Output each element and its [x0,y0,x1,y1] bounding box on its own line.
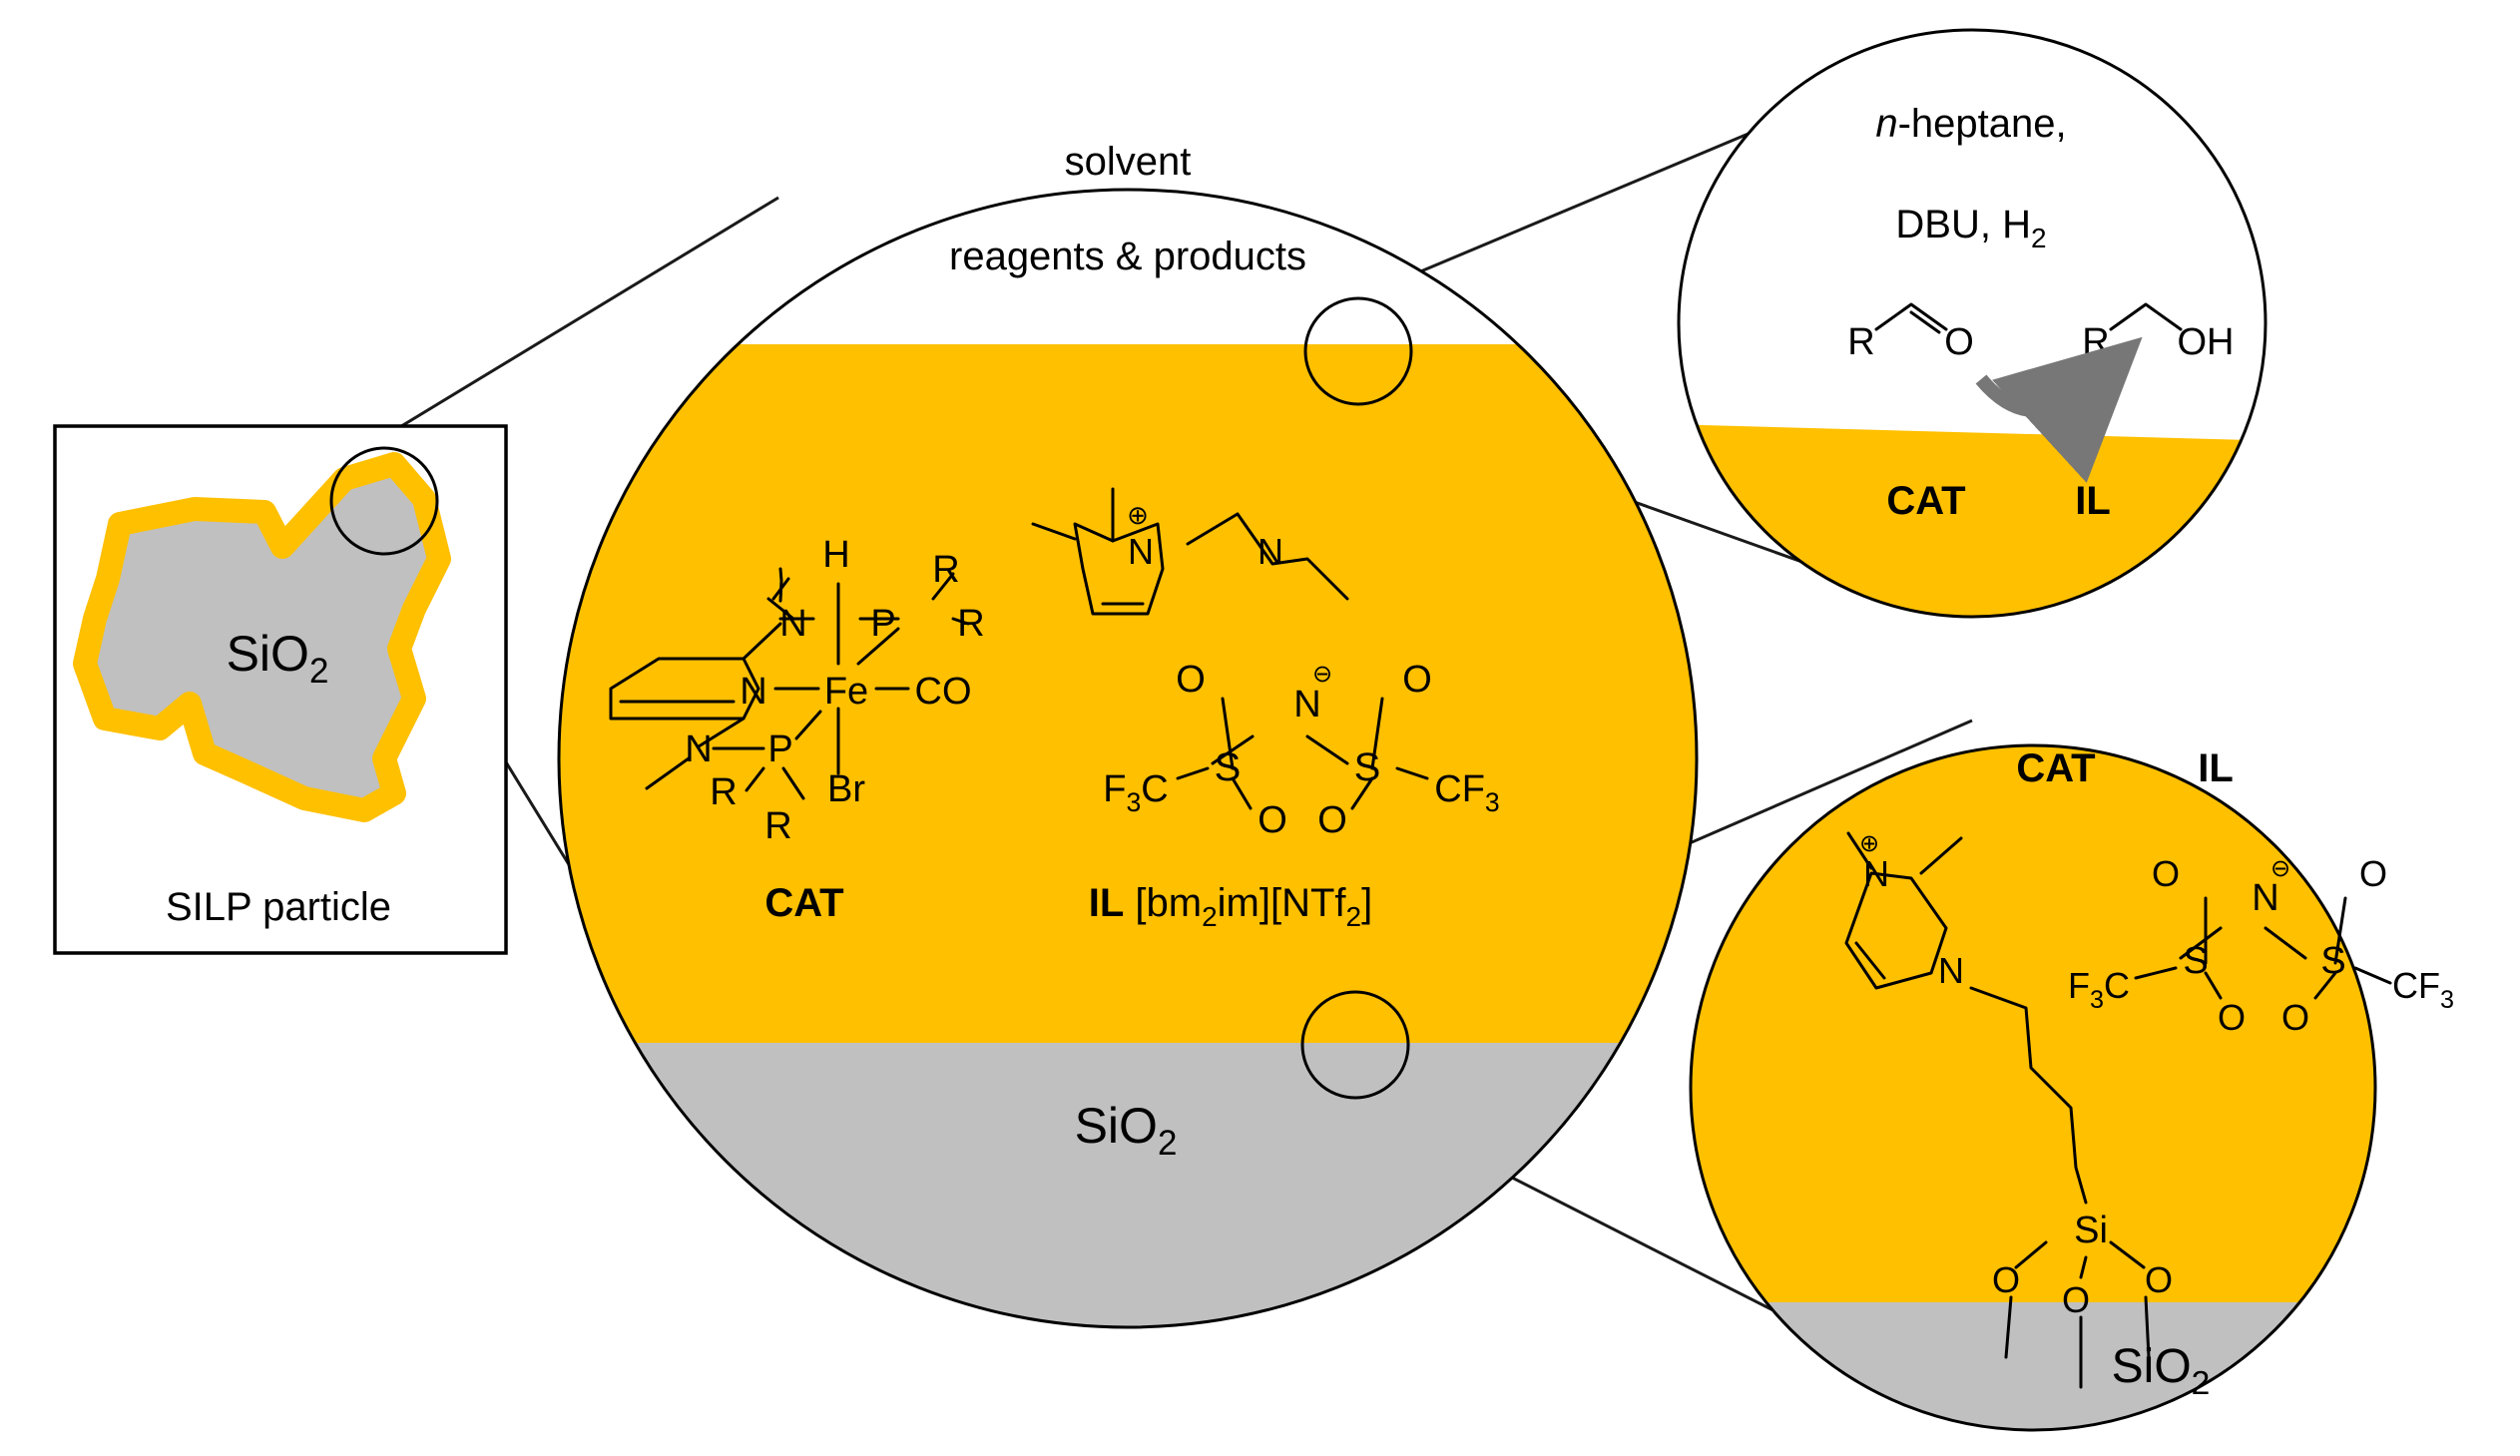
interface-ionic-liquid [1679,424,2266,617]
support-anion-s1: S [2183,940,2208,982]
grafted-silicon: Si [2074,1210,2108,1251]
grafted-imidazolium: N N ⊕ Si O O O [1844,830,2173,1389]
interface-zoom-outline [1677,28,2268,619]
support-anion-n: N [2252,877,2278,919]
catalyst-r1: R [932,549,959,591]
alcohol-r: R [2082,321,2109,363]
main-zoom-view: solvent reagents & products SiO2 CAT IL … [557,140,1699,1329]
ionic-liquid-layer [559,344,1697,1043]
anion-o2: O [1258,799,1287,841]
additives-label: DBU, H2 [1895,203,2046,253]
catalyst-n-pyridine: N [740,671,766,713]
aldehyde-o: O [1944,321,1974,363]
aldehyde-r: R [1847,321,1874,363]
catalyst-hydride: H [822,534,849,576]
catalyst-iron: Fe [824,671,868,713]
grafted-o3: O [2062,1279,2090,1320]
support-anion-o3: O [2359,853,2387,894]
catalyst-n-lower: N [685,728,712,770]
anion-o4: O [1317,799,1347,841]
cat-label: CAT [764,881,843,925]
alcohol-oh: OH [2178,321,2235,363]
support-anion-o1: O [2152,853,2180,894]
support-anion-cf3-left: F3C [2068,965,2130,1014]
interface-il-label: IL [2075,479,2111,523]
catalyst-carbonyl: CO [915,671,972,713]
grafted-n1: N [1863,853,1889,894]
support-anion-charge: ⊖ [2270,855,2290,882]
iron-pincer-catalyst: H N P R R N Fe CO N P R R Br [609,534,985,847]
catalyst-r2: R [957,603,984,645]
cation-n2: N [1258,531,1283,572]
support-silica-label: SiO2 [2112,1340,2211,1402]
main-zoom-outline [557,188,1699,1329]
cation-charge: ⊕ [1127,500,1149,530]
support-anion-o2: O [2218,997,2246,1038]
support-zoom-outline [1689,743,2377,1432]
ntf2-anion: S S N ⊖ O O O O F3C CF3 [1103,659,1499,841]
anion-s2: S [1354,745,1381,789]
anion-n: N [1293,684,1320,726]
support-anion-cf3-right: CF3 [2392,965,2454,1014]
anion-s1: S [1215,745,1242,789]
support-anion-o4: O [2281,997,2309,1038]
support-ntf2-anion: S S N ⊖ O O O O F3C CF3 [2068,853,2454,1038]
particle-caption: SILP particle [166,885,391,929]
particle-zoom-circle [329,446,439,556]
support-anion-s2: S [2320,940,2345,982]
anion-o3: O [1402,659,1432,701]
catalyst-r4: R [764,805,791,847]
support-il-label: IL [2198,746,2234,790]
reaction-arrow [1975,336,2143,483]
grafted-o2: O [2145,1259,2173,1300]
support-zoom-view: CAT IL N N ⊕ Si O O O S S N ⊖ O O O O [1689,743,2454,1432]
interface-cat-label: CAT [1886,479,1965,523]
cation-n1: N [1128,531,1154,572]
anion-cf3-left: F3C [1103,768,1168,817]
il-label: IL [bm2im][NTf2] [1089,881,1373,932]
aldehyde-to-alcohol-reaction: R O R OH [1847,302,2235,483]
silica-support-layer [559,1043,1697,1327]
support-cat-label: CAT [2016,746,2095,790]
catalyst-r3: R [710,771,737,813]
interface-zoom-circle [1303,296,1413,406]
catalyst-n-upper: N [779,603,806,645]
solvent-label: solvent [1065,140,1192,184]
particle-shape [73,452,451,822]
reagents-products-label: reagents & products [949,235,1306,278]
anion-o1: O [1176,659,1206,701]
silp-particle-panel: SiO2 SILP particle [53,424,508,955]
grafted-n2: N [1938,950,1964,991]
catalyst-p-upper: P [870,603,895,645]
catalyst-bromide: Br [827,768,865,810]
support-zoom-circle [1300,990,1410,1100]
grafted-charge: ⊕ [1859,830,1879,857]
solvent-heptane-label: n-heptane, [1875,102,2066,146]
grafted-o1: O [1992,1259,2020,1300]
catalyst-p-lower: P [767,728,792,770]
support-label: SiO2 [1075,1098,1178,1163]
imidazolium-cation: N N ⊕ [1031,487,1349,616]
anion-cf3-right: CF3 [1434,768,1499,817]
anion-charge: ⊖ [1312,661,1332,688]
particle-core-label: SiO2 [227,626,329,691]
